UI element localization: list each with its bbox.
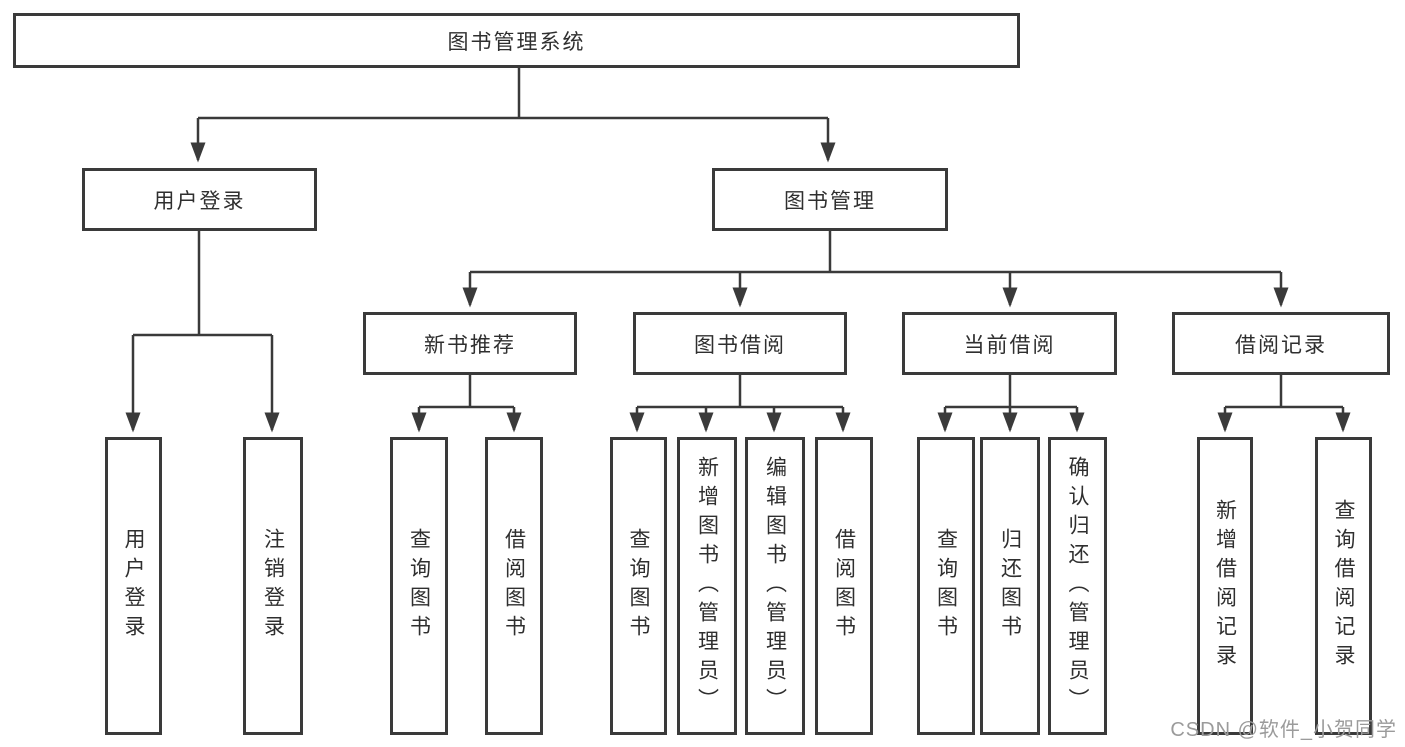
leaf-query-books-current: 查询图书 (917, 437, 975, 735)
leaf-query-books-borrowing: 查询图书 (610, 437, 667, 735)
node-user-login: 用户登录 (82, 168, 317, 231)
leaf-add-borrow-record: 新增借阅记录 (1197, 437, 1253, 735)
leaf-user-login: 用户登录 (105, 437, 162, 735)
node-borrow-records: 借阅记录 (1172, 312, 1390, 375)
node-book-borrowing: 图书借阅 (633, 312, 847, 375)
node-book-management: 图书管理 (712, 168, 948, 231)
leaf-query-borrow-record: 查询借阅记录 (1315, 437, 1372, 735)
leaf-borrow-books: 借阅图书 (815, 437, 873, 735)
leaf-query-books-recommend: 查询图书 (390, 437, 448, 735)
leaf-add-book-admin: 新增图书（管理员） (677, 437, 737, 735)
watermark: CSDN @软件_小贺同学 (1170, 719, 1397, 741)
leaf-edit-book-admin: 编辑图书（管理员） (745, 437, 805, 735)
leaf-confirm-return-admin: 确认归还（管理员） (1048, 437, 1107, 735)
leaf-return-book: 归还图书 (980, 437, 1040, 735)
node-current-borrowing: 当前借阅 (902, 312, 1117, 375)
node-root: 图书管理系统 (13, 13, 1020, 68)
leaf-logout: 注销登录 (243, 437, 303, 735)
leaf-borrow-books-recommend: 借阅图书 (485, 437, 543, 735)
node-new-book-recommend: 新书推荐 (363, 312, 577, 375)
